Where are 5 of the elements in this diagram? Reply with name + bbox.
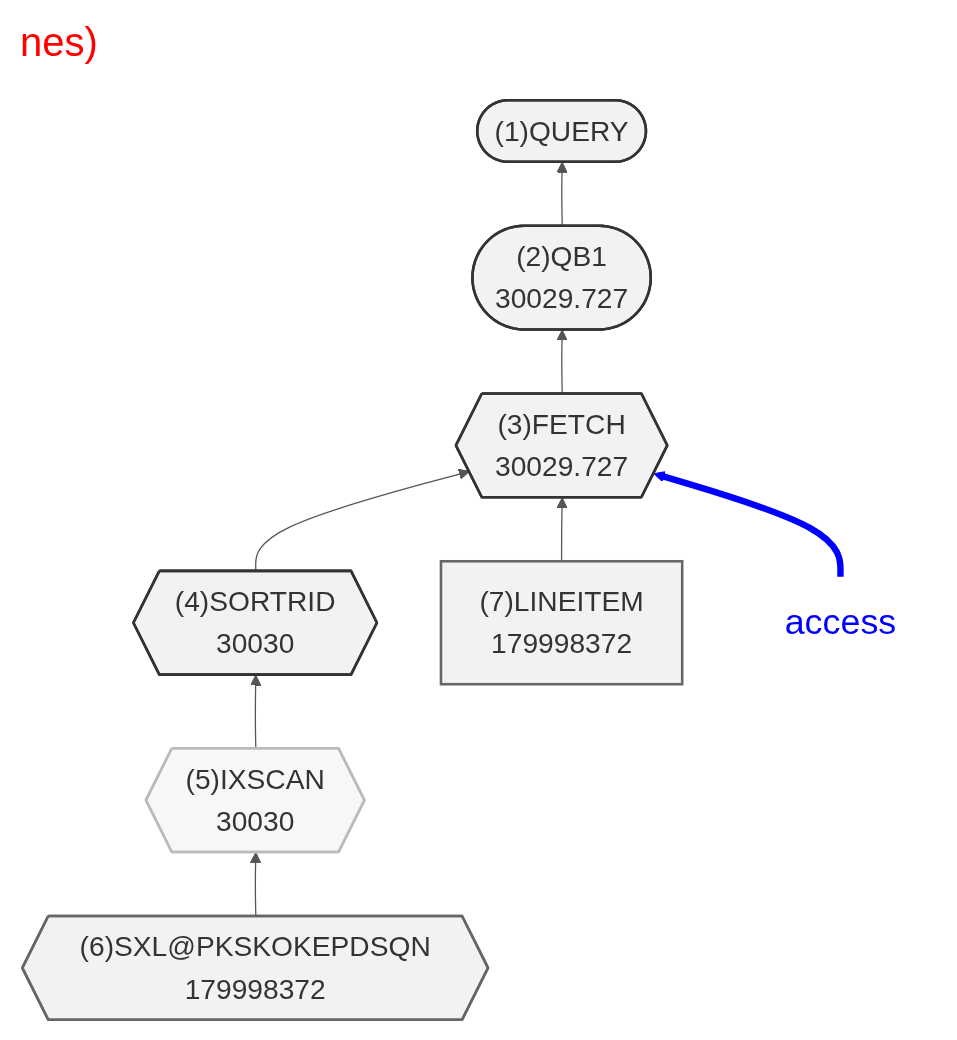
arrow xyxy=(653,471,844,577)
node-text: access xyxy=(784,602,897,642)
note-text: nes) xyxy=(20,20,98,65)
node-box: (7)LINEITEM 179998372 xyxy=(439,560,684,686)
arrow xyxy=(556,497,568,562)
